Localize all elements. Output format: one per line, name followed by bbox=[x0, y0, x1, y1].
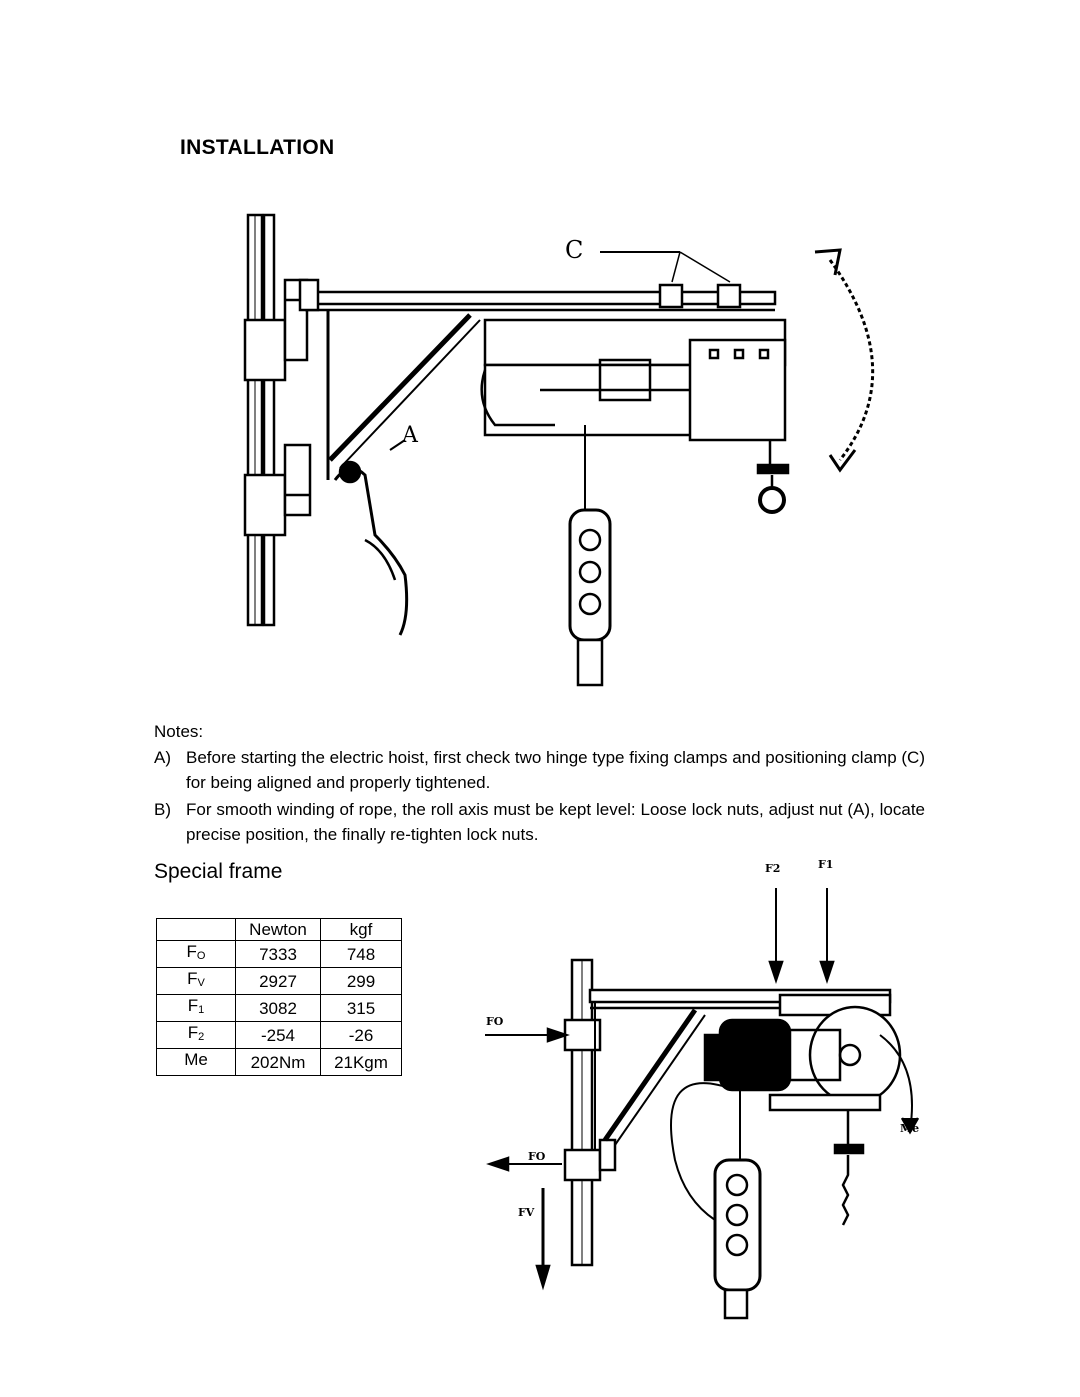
label-fo-bottom: FO bbox=[528, 1150, 546, 1163]
newton-cell: 7333 bbox=[235, 940, 321, 968]
label-fv: FV bbox=[518, 1206, 535, 1219]
note-b-letter: B) bbox=[154, 800, 171, 819]
force-symbol: FO bbox=[156, 940, 236, 968]
hoist-installation-figure: C A bbox=[243, 213, 875, 687]
kgf-cell: 748 bbox=[320, 940, 402, 968]
note-a-letter: A) bbox=[154, 748, 171, 767]
table-row: F1 3082 315 bbox=[156, 994, 402, 1022]
special-frame-force-figure: F2 F1 FO FO FV Me bbox=[485, 858, 919, 1320]
table-row: FO 7333 748 bbox=[156, 940, 402, 968]
note-a: A) Before starting the electric hoist, f… bbox=[154, 745, 925, 795]
special-frame-title: Special frame bbox=[154, 860, 283, 883]
table-header-row: Newton kgf bbox=[156, 918, 402, 941]
table-row: FV 2927 299 bbox=[156, 967, 402, 995]
table-row: Me 202Nm 21Kgm bbox=[156, 1048, 402, 1076]
label-c: C bbox=[565, 236, 583, 264]
label-f1: F1 bbox=[818, 858, 833, 871]
kgf-cell: -26 bbox=[320, 1021, 402, 1049]
label-fo-top: FO bbox=[486, 1015, 504, 1028]
note-a-text: Before starting the electric hoist, firs… bbox=[186, 748, 925, 792]
note-b: B) For smooth winding of rope, the roll … bbox=[154, 797, 925, 847]
notes-label: Notes: bbox=[154, 722, 204, 741]
newton-cell: 3082 bbox=[235, 994, 321, 1022]
kgf-cell: 21Kgm bbox=[320, 1048, 402, 1076]
kgf-cell: 299 bbox=[320, 967, 402, 995]
label-a: A bbox=[401, 423, 419, 448]
force-symbol: FV bbox=[156, 967, 236, 995]
newton-cell: 202Nm bbox=[235, 1048, 321, 1076]
kgf-cell: 315 bbox=[320, 994, 402, 1022]
table-header-cell bbox=[156, 918, 236, 941]
page-title: INSTALLATION bbox=[180, 136, 335, 159]
forces-table: Newton kgf FO 7333 748 FV 2927 299 F1 30… bbox=[156, 918, 402, 1076]
table-header-cell: Newton bbox=[235, 918, 321, 941]
table-header-cell: kgf bbox=[320, 918, 402, 941]
force-symbol: F2 bbox=[156, 1021, 236, 1049]
label-f2: F2 bbox=[765, 862, 780, 875]
label-me: Me bbox=[900, 1122, 919, 1135]
force-symbol: F1 bbox=[156, 994, 236, 1022]
note-b-text: For smooth winding of rope, the roll axi… bbox=[186, 800, 925, 844]
newton-cell: 2927 bbox=[235, 967, 321, 995]
table-row: F2 -254 -26 bbox=[156, 1021, 402, 1049]
newton-cell: -254 bbox=[235, 1021, 321, 1049]
force-symbol: Me bbox=[156, 1048, 236, 1076]
